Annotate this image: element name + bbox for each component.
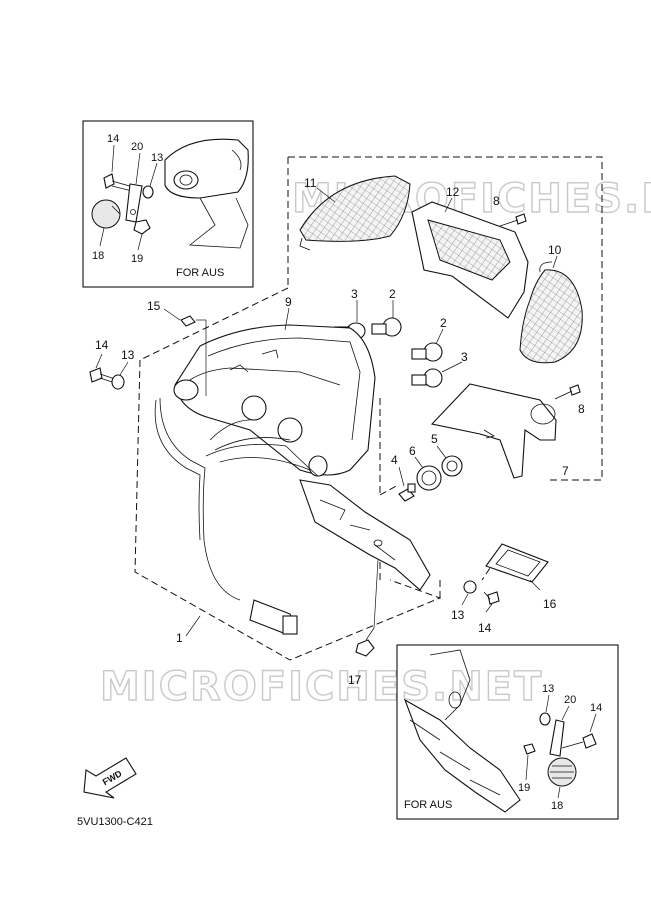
callout-11: 11 xyxy=(304,176,317,190)
part-13-washer-main xyxy=(461,580,477,606)
callout-7: 7 xyxy=(562,464,569,478)
callout-8-lower: 8 xyxy=(578,402,585,416)
part-15-clip xyxy=(163,308,207,396)
wiring-harness xyxy=(154,397,319,601)
callout-16: 16 xyxy=(543,597,557,611)
callout-12: 12 xyxy=(446,185,460,199)
inset-bottom-label-20: 20 xyxy=(564,694,576,706)
callout-3-upper: 3 xyxy=(351,287,358,301)
callout-2-lower: 2 xyxy=(440,316,447,330)
callout-8-upper: 8 xyxy=(493,194,500,208)
part-5-grommet xyxy=(436,445,463,477)
inset-top-label-20: 20 xyxy=(131,141,143,153)
part-11-lens xyxy=(299,175,411,251)
part-8-screw-right xyxy=(554,384,581,400)
part-8-screw-top xyxy=(499,213,527,227)
callout-5: 5 xyxy=(431,432,438,446)
watermark-bottom: MICROFICHES.NET xyxy=(100,664,543,710)
inset-top-label-13: 13 xyxy=(151,152,163,164)
part-17-nut xyxy=(355,559,379,657)
part-16-license-light xyxy=(485,543,549,591)
part-6-ring xyxy=(414,456,442,491)
inset-top-caption: FOR AUS xyxy=(176,267,224,279)
inset-top-label-18: 18 xyxy=(92,250,104,262)
inset-top-for-aus: 14 20 13 18 19 FOR AUS xyxy=(82,120,254,288)
fwd-arrow-icon: FWD xyxy=(83,757,137,799)
callout-13-left: 13 xyxy=(121,348,135,362)
part-14-bolt-main xyxy=(483,591,500,613)
diagram-code: 5VU1300-C421 xyxy=(77,816,153,828)
callout-10: 10 xyxy=(548,243,562,257)
callout-4: 4 xyxy=(391,453,398,467)
inset-bottom-caption: FOR AUS xyxy=(404,799,452,811)
inset-top-label-14: 14 xyxy=(107,133,119,145)
dashed-frame-right xyxy=(288,156,603,481)
callout-14-left: 14 xyxy=(95,338,109,352)
inset-bottom-label-14: 14 xyxy=(590,702,602,714)
license-bracket xyxy=(299,479,431,591)
part-12-housing-frame xyxy=(411,197,529,319)
inset-bottom-label-13: 13 xyxy=(542,683,554,695)
dashed-frame-main xyxy=(134,359,442,661)
part-9-tail-housing xyxy=(173,307,376,477)
part-7-cover xyxy=(430,383,557,479)
part-3-bulb-b xyxy=(411,361,463,388)
callout-14-bottom: 14 xyxy=(478,621,492,635)
callout-6: 6 xyxy=(409,444,416,458)
callout-2-upper: 2 xyxy=(389,287,396,301)
inset-bottom-label-18: 18 xyxy=(551,800,563,812)
callout-1: 1 xyxy=(176,631,183,645)
inset-top-label-19: 19 xyxy=(131,253,143,265)
part-4-bulb-small xyxy=(398,466,416,502)
part-2-bulb-a xyxy=(371,300,402,337)
inset-top-frame xyxy=(82,120,254,288)
callout-3-lower: 3 xyxy=(461,350,468,364)
part-13-washer-left xyxy=(111,361,129,390)
callout-9: 9 xyxy=(285,295,292,309)
part-1-connector xyxy=(185,599,298,637)
callout-13-bottom: 13 xyxy=(451,608,465,622)
inset-bottom-label-19: 19 xyxy=(518,782,530,794)
callout-17: 17 xyxy=(348,673,362,687)
inset-bottom-for-aus: 13 20 14 19 18 FOR AUS xyxy=(396,644,619,820)
part-2-bulb-b xyxy=(411,328,444,362)
callout-15: 15 xyxy=(147,299,161,313)
part-10-side-lens xyxy=(519,255,583,364)
inset-bottom-frame xyxy=(396,644,619,820)
